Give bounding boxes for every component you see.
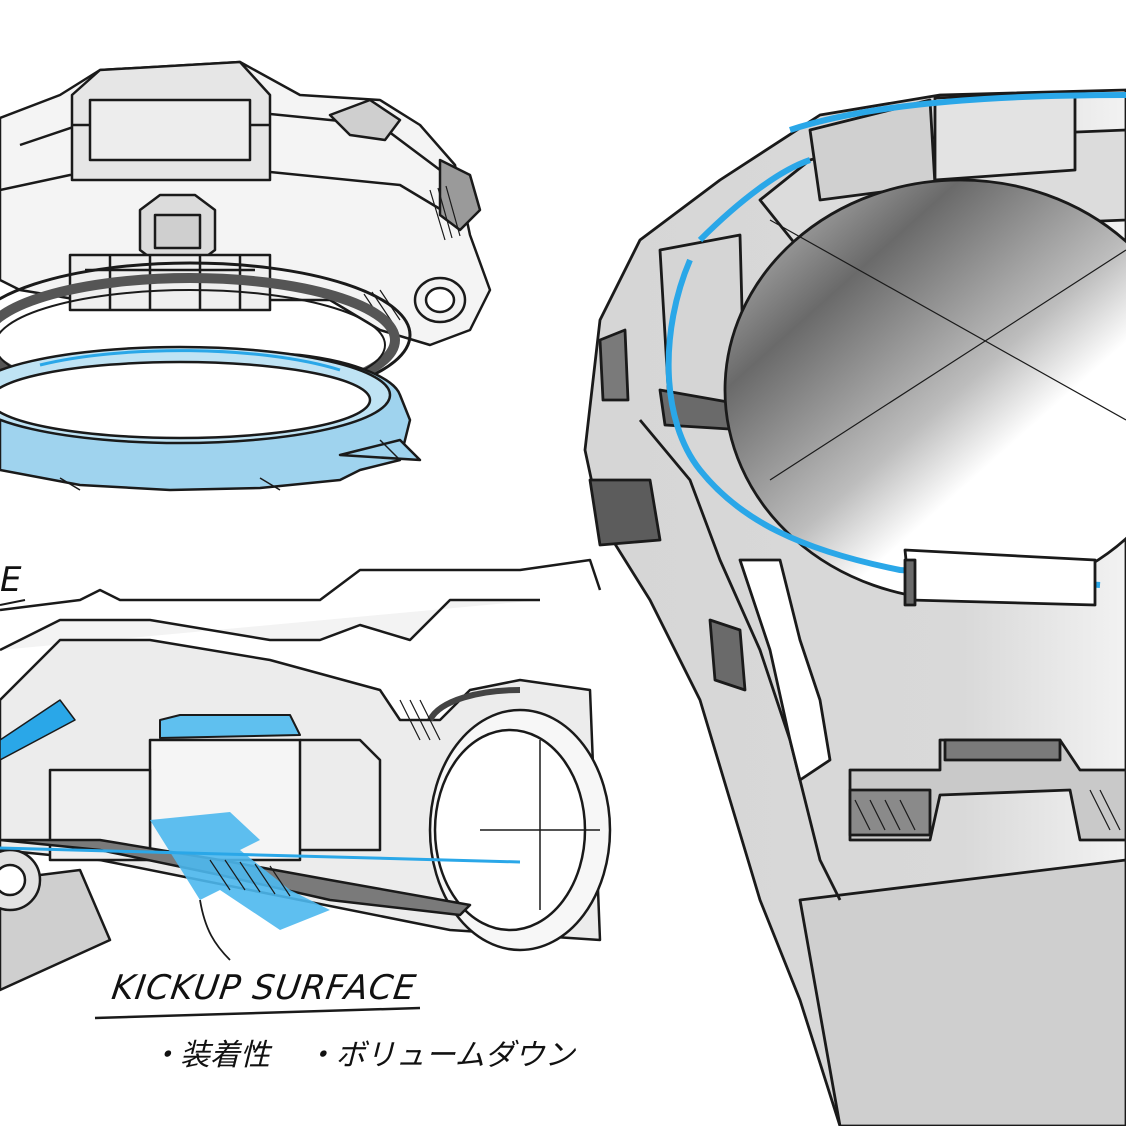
side-view-sketch <box>0 558 612 1020</box>
perspective-view-sketch <box>583 88 1126 1126</box>
note-wearability: ・装着性 <box>150 1038 270 1073</box>
kickup-surface-label: KICKUP SURFACE <box>109 968 419 1008</box>
exploded-case-sketch <box>0 60 492 347</box>
blue-bezel-ring-sketch <box>0 345 422 492</box>
corner-annotation-fragment: E <box>0 560 22 600</box>
design-notes: ・装着性 ・ボリュームダウン <box>150 1030 601 1074</box>
note-volume-down: ・ボリュームダウン <box>305 1038 575 1073</box>
